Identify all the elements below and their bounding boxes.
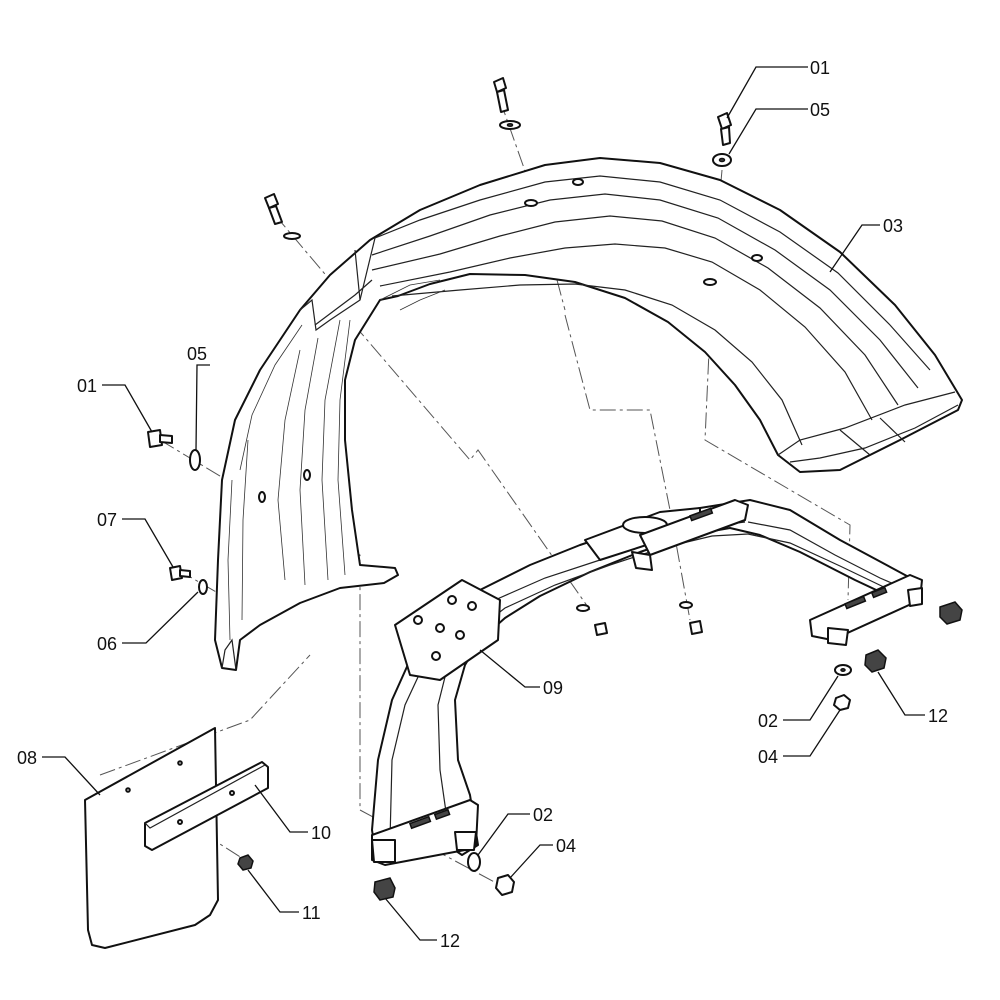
- bolt-top-left: [264, 193, 301, 240]
- callout-01-left: 01: [77, 376, 97, 396]
- plug-12-bottom: [373, 877, 396, 901]
- leader-lines: [42, 66, 925, 941]
- bracket-part-09: [371, 499, 923, 866]
- callout-05-left: 05: [187, 344, 207, 364]
- callout-12-bottom: 12: [440, 931, 460, 951]
- callout-09: 09: [543, 678, 563, 698]
- callout-04-bottom: 04: [556, 836, 576, 856]
- callout-10: 10: [311, 823, 331, 843]
- callout-11: 11: [302, 903, 321, 923]
- fender-part-03: [214, 157, 963, 671]
- bolt-07: [169, 565, 191, 581]
- bolt-top-center: [493, 77, 521, 130]
- nut-04-bottom: [495, 874, 515, 896]
- nut-11: [237, 854, 254, 871]
- callout-02-right: 02: [758, 711, 778, 731]
- bolt-left: [147, 429, 173, 448]
- plug-right-end: [939, 601, 963, 625]
- flap-strip-part-10: [144, 761, 269, 851]
- washer-02-bottom: [467, 852, 481, 872]
- plug-12-right: [864, 649, 887, 673]
- callout-03: 03: [883, 216, 903, 236]
- hardware: [147, 77, 963, 901]
- callout-07: 07: [97, 510, 117, 530]
- callout-06: 06: [97, 634, 117, 654]
- callout-08: 08: [17, 748, 37, 768]
- nut-04-right: [833, 694, 851, 711]
- bolt-top-right: [712, 112, 732, 167]
- callout-05-top: 05: [810, 100, 830, 120]
- callout-12-right: 12: [928, 706, 948, 726]
- callout-labels: 01 05 03 05 01 07 06 09 02 12 04 08 10 1…: [17, 58, 948, 951]
- callout-01-top: 01: [810, 58, 830, 78]
- callout-02-bottom: 02: [533, 805, 553, 825]
- washer-06: [198, 579, 208, 595]
- callout-04-right: 04: [758, 747, 778, 767]
- washer-left: [189, 449, 201, 471]
